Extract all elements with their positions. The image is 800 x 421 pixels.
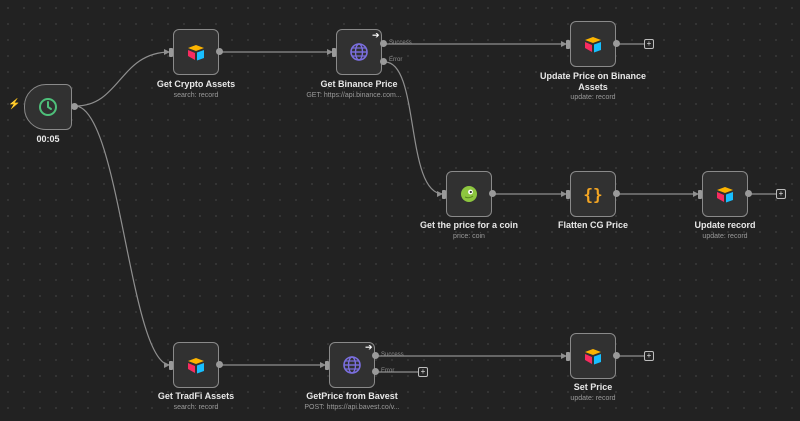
airtable-icon <box>585 37 601 53</box>
get-price-coin-subtitle: price: coin <box>453 233 485 240</box>
arrowhead <box>561 41 567 47</box>
update-binance-node[interactable] <box>570 21 616 67</box>
binance-success-port[interactable] <box>380 40 387 47</box>
get-price-coin-node[interactable] <box>446 171 492 217</box>
bavest-error-add-button[interactable]: + <box>418 367 428 377</box>
set-price-node[interactable] <box>570 333 616 379</box>
edge-trigger-tradfi <box>75 105 171 366</box>
set-price-add-button[interactable]: + <box>644 351 654 361</box>
coin-input-port[interactable] <box>442 190 446 199</box>
crypto-output-port[interactable] <box>216 48 223 55</box>
update-record-node[interactable] <box>702 171 748 217</box>
flatten-input-port[interactable] <box>566 190 570 199</box>
set-price-title: Set Price <box>573 382 613 392</box>
get-binance-price-node[interactable] <box>336 29 382 75</box>
binance-arrow-icon: ➔ <box>372 30 380 40</box>
get-binance-subtitle: GET: https://api.binance.com... <box>306 92 402 99</box>
binance-error-port[interactable] <box>380 58 387 65</box>
edge-binance-coin <box>384 61 444 195</box>
get-crypto-assets-node[interactable] <box>173 29 219 75</box>
get-bavest-subtitle: POST: https://api.bavest.co/v... <box>304 404 400 411</box>
get-binance-title: Get Binance Price <box>320 79 398 89</box>
update-record-subtitle: update: record <box>702 233 748 240</box>
set-price-output-port[interactable] <box>613 352 620 359</box>
update-binance-add-button[interactable]: + <box>644 39 654 49</box>
airtable-icon <box>717 187 733 203</box>
clock-icon <box>39 98 57 116</box>
get-crypto-subtitle: search: record <box>173 92 219 99</box>
get-tradfi-subtitle: search: record <box>173 404 219 411</box>
get-tradfi-assets-node[interactable] <box>173 342 219 388</box>
bavest-success-port[interactable] <box>372 352 379 359</box>
update-record-add-button[interactable]: + <box>776 189 786 199</box>
bavest-success-label: Success <box>381 352 404 358</box>
tradfi-output-port[interactable] <box>216 361 223 368</box>
update-record-input-port[interactable] <box>698 190 702 199</box>
bavest-input-port[interactable] <box>325 361 329 370</box>
flatten-title: Flatten CG Price <box>557 220 629 230</box>
update-record-title: Update record <box>694 220 756 230</box>
airtable-icon <box>188 358 204 374</box>
update-binance-subtitle: update: record <box>570 94 616 101</box>
trigger-label: 00:05 <box>36 134 60 144</box>
arrowhead <box>693 191 699 197</box>
arrowhead <box>164 49 170 55</box>
arrowhead <box>561 353 567 359</box>
get-bavest-title: GetPrice from Bavest <box>306 391 398 401</box>
update-binance-title: Update Price on Binance Assets <box>539 71 647 92</box>
coin-output-port[interactable] <box>489 190 496 197</box>
airtable-icon <box>188 45 204 61</box>
update-record-output-port[interactable] <box>745 190 752 197</box>
get-price-bavest-node[interactable] <box>329 342 375 388</box>
update-binance-input-port[interactable] <box>566 40 570 49</box>
arrowhead <box>327 49 333 55</box>
binance-error-label: Error <box>389 57 403 63</box>
schedule-trigger-node[interactable] <box>24 84 72 130</box>
trigger-bolt-icon: ⚡ <box>8 99 21 110</box>
arrowhead <box>164 362 170 368</box>
bavest-error-port[interactable] <box>372 368 379 375</box>
bavest-arrow-icon: ➔ <box>365 342 373 352</box>
flatten-cg-price-node[interactable]: {} <box>570 171 616 217</box>
set-price-input-port[interactable] <box>566 352 570 361</box>
binance-success-label: Success <box>389 40 412 46</box>
bavest-error-label: Error <box>381 368 395 374</box>
globe-icon <box>350 43 368 61</box>
flatten-output-port[interactable] <box>613 190 620 197</box>
airtable-icon <box>585 349 601 365</box>
edge-trigger-crypto <box>75 51 171 107</box>
coingecko-icon <box>461 186 477 202</box>
trigger-output-port[interactable] <box>71 103 78 110</box>
arrowhead <box>437 191 443 197</box>
get-tradfi-title: Get TradFi Assets <box>157 391 235 401</box>
get-crypto-title: Get Crypto Assets <box>156 79 236 89</box>
update-binance-output-port[interactable] <box>613 40 620 47</box>
binance-input-port[interactable] <box>332 48 336 57</box>
arrowhead <box>320 362 326 368</box>
get-price-coin-title: Get the price for a coin <box>419 220 519 230</box>
globe-icon <box>343 356 361 374</box>
crypto-input-port[interactable] <box>169 48 173 57</box>
code-braces-icon: {} <box>583 184 603 204</box>
arrowhead <box>561 191 567 197</box>
set-price-subtitle: update: record <box>570 395 616 402</box>
tradfi-input-port[interactable] <box>169 361 173 370</box>
